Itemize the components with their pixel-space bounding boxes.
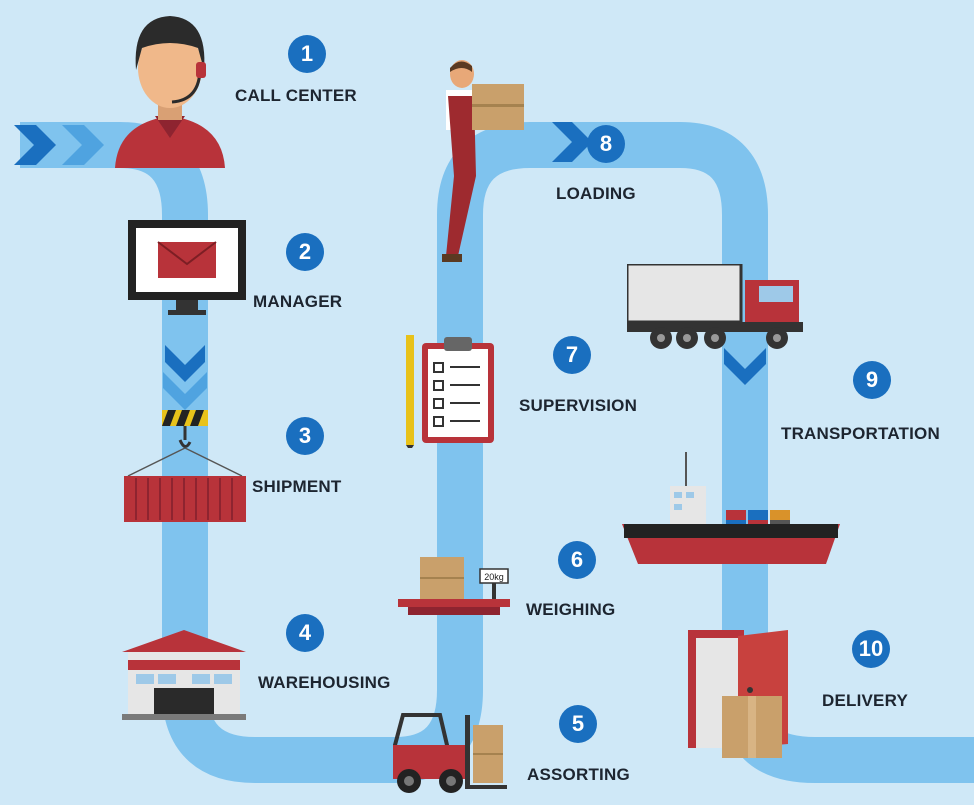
truck-icon <box>627 264 803 349</box>
step-label: LOADING <box>556 184 636 203</box>
monitor-email-icon <box>128 220 246 315</box>
step-label: TRANSPORTATION <box>781 424 940 443</box>
clipboard-checklist-icon <box>406 335 494 448</box>
step-label: CALL CENTER <box>235 86 357 105</box>
step-badge: 6 <box>558 541 596 579</box>
step-badge: 9 <box>853 361 891 399</box>
step-badge: 7 <box>553 336 591 374</box>
worker-box-icon <box>442 60 524 262</box>
step-badge: 5 <box>559 705 597 743</box>
cargo-ship-icon <box>622 452 840 564</box>
chevron-arrows-icon <box>14 122 766 410</box>
step-badge: 1 <box>288 35 326 73</box>
step-label: WAREHOUSING <box>258 673 391 692</box>
step-label: ASSORTING <box>527 765 630 784</box>
scale-readout: 20kg <box>484 572 504 582</box>
forklift-icon <box>393 713 507 793</box>
step-badge: 8 <box>587 125 625 163</box>
step-label: WEIGHING <box>526 600 616 619</box>
step-label: DELIVERY <box>822 691 908 710</box>
step-label: SHIPMENT <box>252 477 342 496</box>
crane-container-icon <box>124 410 246 522</box>
step-badge: 4 <box>286 614 324 652</box>
operator-headset-icon <box>115 16 225 168</box>
door-box-icon <box>688 630 788 758</box>
step-badge: 2 <box>286 233 324 271</box>
scale-icon: 20kg <box>398 557 510 615</box>
step-badge: 10 <box>852 630 890 668</box>
step-badge: 3 <box>286 417 324 455</box>
warehouse-icon <box>122 630 246 720</box>
step-label: SUPERVISION <box>519 396 638 415</box>
step-label: MANAGER <box>253 292 343 311</box>
